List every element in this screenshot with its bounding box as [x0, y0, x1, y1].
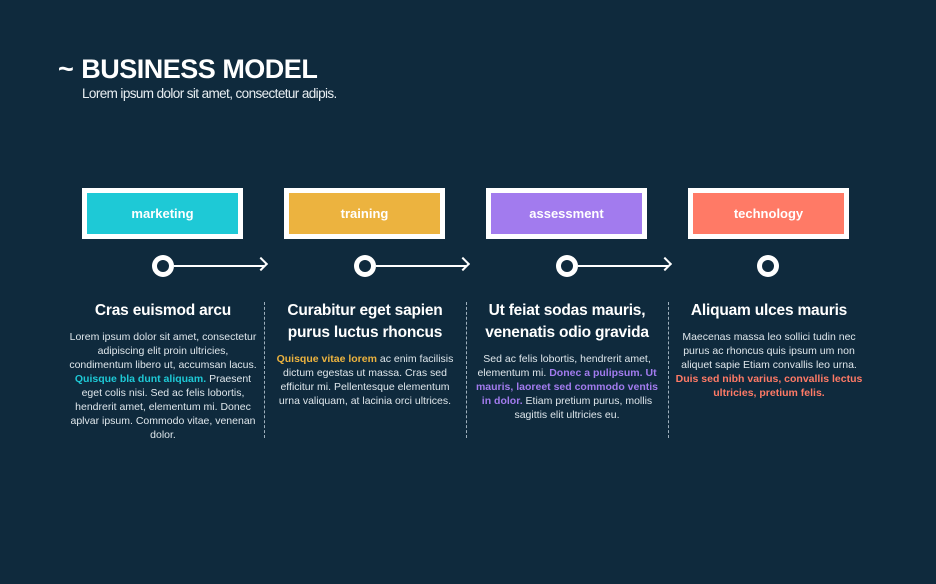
arrow-head-icon: [657, 256, 673, 272]
timeline-node-2: [354, 255, 376, 277]
column-heading: Aliquam ulces mauris: [690, 302, 848, 319]
arrow-head-icon: [253, 256, 269, 272]
arrow-head-icon: [455, 256, 471, 272]
step-column-training: Curabitur eget sapien purus luctus rhonc…: [270, 300, 460, 408]
step-box-technology: technology: [688, 188, 849, 239]
page-subtitle: Lorem ipsum dolor sit amet, consectetur …: [82, 86, 337, 101]
column-divider: [466, 302, 467, 438]
title-text: BUSINESS MODEL: [81, 54, 318, 84]
column-heading: Curabitur eget sapien purus luctus rhonc…: [287, 302, 443, 341]
timeline-node-3: [556, 255, 578, 277]
timeline-node-1: [152, 255, 174, 277]
timeline-arrow-2: [376, 265, 466, 267]
step-box-assessment: assessment: [486, 188, 647, 239]
column-divider: [264, 302, 265, 438]
header: ~BUSINESS MODEL Lorem ipsum dolor sit am…: [58, 54, 337, 101]
step-box-training: training: [284, 188, 445, 239]
step-column-technology: Aliquam ulces mauris Maecenas massa leo …: [674, 300, 864, 400]
page-title: ~BUSINESS MODEL: [58, 54, 318, 84]
timeline-arrow-1: [174, 265, 264, 267]
column-divider: [668, 302, 669, 438]
title-tilde: ~: [58, 54, 74, 84]
step-label-technology: technology: [693, 193, 844, 234]
column-text: Maecenas massa leo sollici tudin nec pur…: [675, 331, 863, 399]
column-heading: Cras euismod arcu: [94, 302, 232, 319]
step-column-marketing: Cras euismod arcu Lorem ipsum dolor sit …: [68, 300, 258, 442]
step-label-assessment: assessment: [491, 193, 642, 234]
step-label-training: training: [289, 193, 440, 234]
step-column-assessment: Ut feiat sodas mauris, venenatis odio gr…: [472, 300, 662, 422]
column-text: Sed ac felis lobortis, hendrerit amet, e…: [475, 353, 659, 421]
timeline-node-4: [757, 255, 779, 277]
step-label-marketing: marketing: [87, 193, 238, 234]
column-text: Quisque vitae lorem ac enim facilisis di…: [276, 353, 454, 407]
timeline-arrow-3: [578, 265, 668, 267]
step-box-marketing: marketing: [82, 188, 243, 239]
column-text: Lorem ipsum dolor sit amet, consectetur …: [69, 331, 257, 441]
column-heading: Ut feiat sodas mauris, venenatis odio gr…: [485, 302, 649, 341]
